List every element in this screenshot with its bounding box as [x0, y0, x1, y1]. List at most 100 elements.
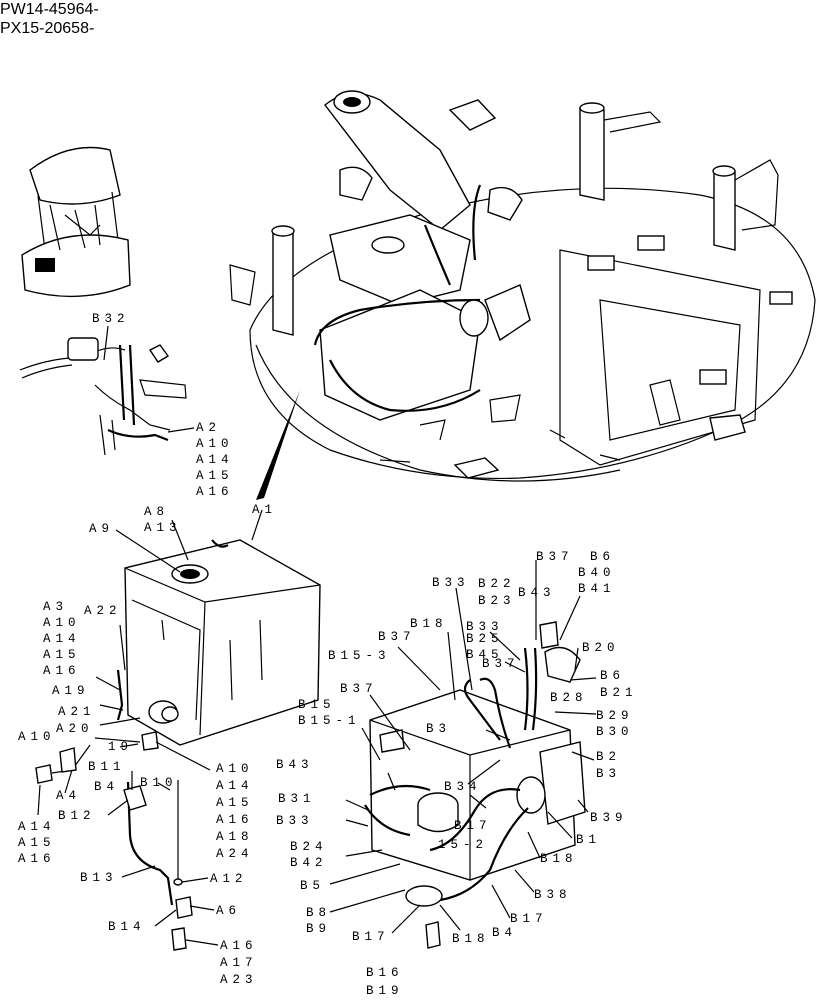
label-a1: A1	[252, 503, 277, 517]
inset-detail-b32: B32 A2 A10 A14 A15 A16	[19, 312, 234, 499]
label-b39: B39	[590, 811, 628, 825]
label-b34: B34	[444, 780, 482, 794]
label-b4: B4	[492, 926, 517, 940]
label-b24: B24	[290, 840, 328, 854]
label-b38: B38	[534, 888, 572, 902]
label-b40: B40	[578, 566, 616, 580]
serial-range-line-2: PX15-20658-	[0, 20, 94, 37]
label-b17-mid: B17	[454, 819, 492, 833]
label-a10-left: A10	[43, 616, 81, 630]
label-a16-bottom: A16	[220, 939, 258, 953]
label-b15: B15	[298, 698, 336, 712]
label-b29: B29	[596, 709, 634, 723]
label-a4: A4	[56, 789, 81, 803]
label-b16: B16	[366, 966, 404, 980]
label-a14-right: A14	[216, 779, 254, 793]
label-a16-bottom-left: A16	[18, 852, 56, 866]
label-b25: B25	[466, 632, 504, 646]
label-b37-c: B37	[340, 682, 378, 696]
label-b30: B30	[596, 725, 634, 739]
label-b28: B28	[550, 691, 588, 705]
label-b45: B45	[466, 648, 504, 662]
label-b43-left: B43	[276, 758, 314, 772]
label-b1: B1	[576, 833, 601, 847]
hydraulic-tank-illustration	[364, 621, 586, 949]
label-b42: B42	[290, 856, 328, 870]
label-b18-top: B18	[410, 617, 448, 631]
label-b18-bottom: B18	[452, 932, 490, 946]
label-b9: B9	[306, 922, 331, 936]
label-a18-right: A18	[216, 830, 254, 844]
label-a14-bottom-left: A14	[18, 820, 56, 834]
label-b6-right: B6	[600, 669, 625, 683]
label-a20: A20	[56, 722, 94, 736]
label-b3-mid: B3	[426, 722, 451, 736]
label-a17-bottom: A17	[220, 956, 258, 970]
label-a15-left: A15	[43, 648, 81, 662]
leader-lines	[37, 509, 597, 946]
label-b22: B22	[478, 577, 516, 591]
label-b13: B13	[80, 871, 118, 885]
label-b37-a: B37	[378, 630, 416, 644]
label-b12: B12	[58, 809, 96, 823]
label-b37-top: B37	[536, 550, 574, 564]
label-a21: A21	[58, 705, 96, 719]
label-15-2: 15-2	[438, 838, 488, 852]
label-a15-right: A15	[216, 796, 254, 810]
label-19: 19	[108, 740, 133, 754]
label-a24-right: A24	[216, 847, 254, 861]
label-b6-top: B6	[590, 550, 615, 564]
callout-pointer-wedge	[256, 390, 300, 500]
label-b19: B19	[366, 984, 404, 998]
machine-thumbnail-illustration	[21, 146, 131, 298]
label-b11: B11	[88, 760, 126, 774]
label-b33-c: B33	[276, 814, 314, 828]
label-a14-inset: A14	[196, 453, 234, 467]
label-b15-3: B15-3	[328, 649, 391, 663]
label-b41: B41	[578, 582, 616, 596]
label-b10: B10	[140, 776, 178, 790]
label-a15-bottom-left: A15	[18, 836, 56, 850]
label-a12: A12	[210, 872, 248, 886]
label-b31: B31	[278, 792, 316, 806]
label-a8: A8	[144, 505, 169, 519]
label-b4-left: B4	[94, 780, 119, 794]
label-a10-bottom: A10	[18, 730, 56, 744]
label-a13: A13	[144, 521, 182, 535]
label-a2: A2	[196, 421, 221, 435]
label-b18-right: B18	[540, 852, 578, 866]
label-b21: B21	[600, 686, 638, 700]
label-b33-a: B33	[432, 576, 470, 590]
label-b37-b: B37	[482, 657, 520, 671]
label-a6: A6	[216, 904, 241, 918]
label-a16-inset: A16	[196, 485, 234, 499]
label-a16-left: A16	[43, 664, 81, 678]
label-b17-bottom: B17	[352, 930, 390, 944]
label-b15-1: B15-1	[298, 714, 361, 728]
fuel-tank-illustration	[35, 539, 321, 951]
label-a14-left: A14	[43, 632, 81, 646]
label-a23-bottom: A23	[220, 973, 258, 987]
label-a15-inset: A15	[196, 469, 234, 483]
label-a10-right: A10	[216, 762, 254, 776]
label-b43-top: B43	[518, 586, 556, 600]
label-a3: A3	[43, 600, 68, 614]
label-b17-right: B17	[510, 912, 548, 926]
label-b20: B20	[582, 641, 620, 655]
label-b32: B32	[92, 312, 130, 326]
label-b3: B3	[596, 767, 621, 781]
label-a10-inset: A10	[196, 437, 234, 451]
label-b8: B8	[306, 906, 331, 920]
label-a16-right: A16	[216, 813, 254, 827]
label-a19: A19	[52, 684, 90, 698]
label-b33-b: B33	[466, 620, 504, 634]
upper-frame-assembly-illustration	[229, 90, 816, 482]
label-a9: A9	[89, 522, 114, 536]
label-b23: B23	[478, 594, 516, 608]
label-b14: B14	[108, 920, 146, 934]
label-b5: B5	[300, 879, 325, 893]
serial-range-line-1: PW14-45964-	[0, 1, 99, 18]
label-b2: B2	[596, 750, 621, 764]
